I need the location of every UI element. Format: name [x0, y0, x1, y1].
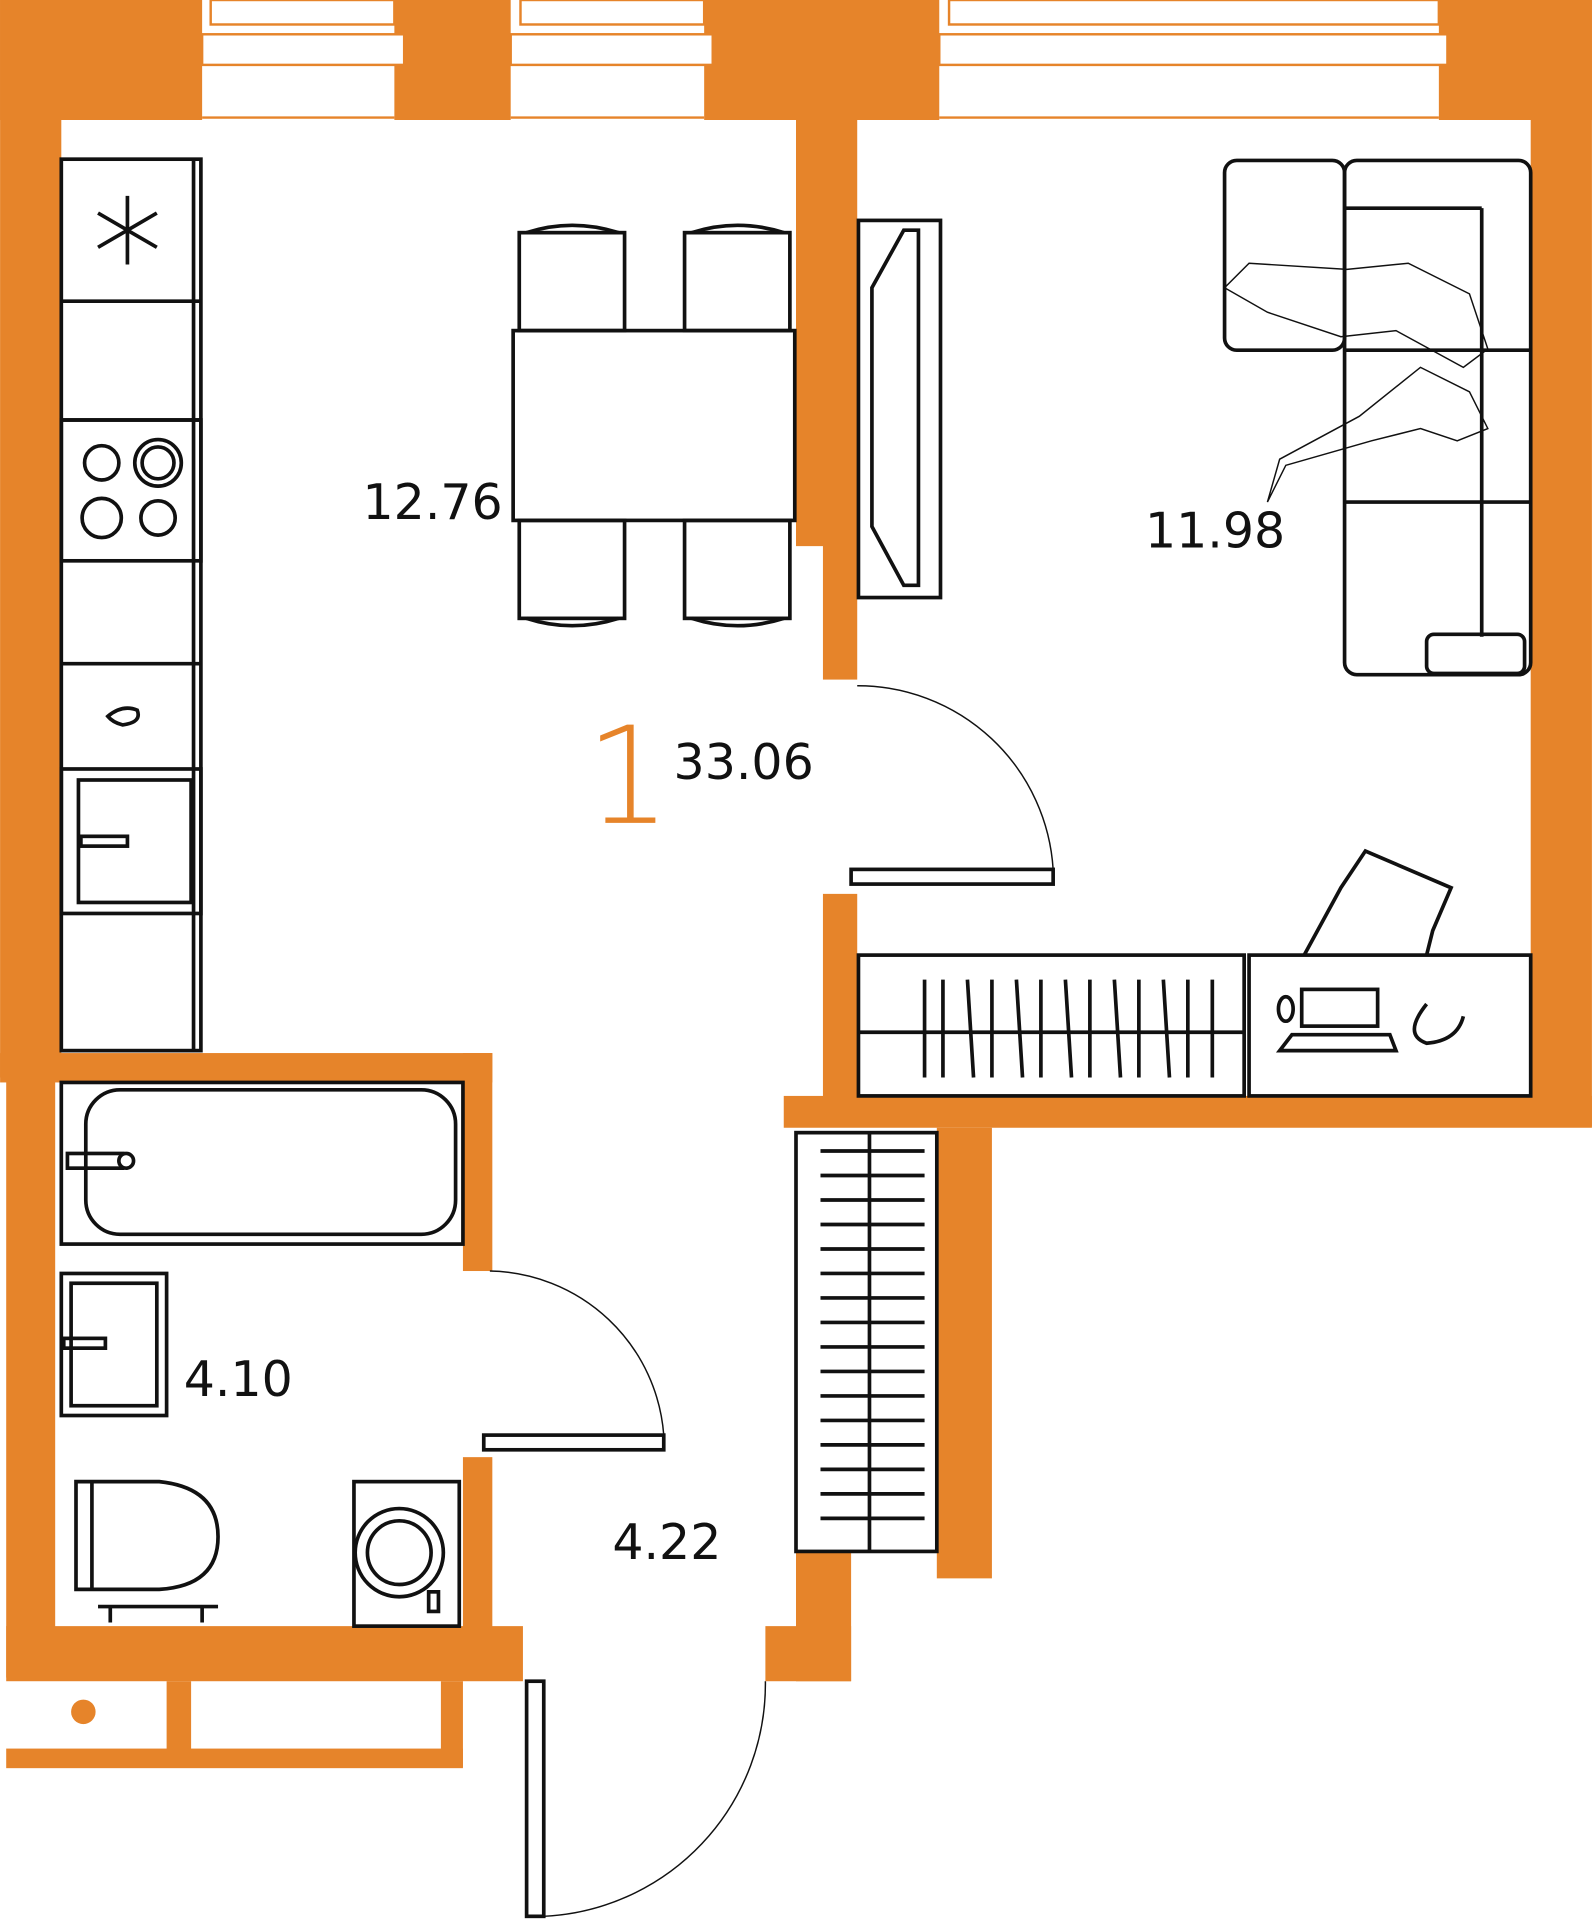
hallway-area-label: 4.22 — [612, 1514, 721, 1571]
dining-table — [511, 223, 797, 628]
cooktop — [59, 418, 203, 563]
windows — [200, 0, 1449, 119]
toilet — [74, 1479, 220, 1592]
wardrobe-hall — [794, 1130, 939, 1554]
bathroom-fixtures — [59, 1080, 465, 1628]
total-area-label: 33.06 — [674, 734, 814, 791]
mouse-icon — [1276, 994, 1295, 1024]
desk — [1247, 848, 1533, 1098]
chair — [682, 518, 792, 628]
room-count-label: 1 — [585, 698, 671, 855]
kitchen-sink — [59, 767, 203, 916]
bedroom-area-label: 11.98 — [1145, 502, 1285, 559]
door-bedroom — [849, 684, 1055, 886]
door-entrance — [524, 1679, 767, 1919]
freezer-snowflake-icon — [97, 195, 158, 265]
wardrobe-bedroom — [856, 953, 1246, 1098]
window-2 — [509, 0, 714, 119]
door-bathroom — [481, 1270, 666, 1452]
window-3 — [938, 0, 1449, 119]
people-illustration — [1223, 262, 1489, 369]
kitchen-area-label: 12.76 — [363, 474, 503, 531]
office-chair — [1302, 848, 1454, 956]
window-1 — [200, 0, 406, 119]
bathroom-area-label: 4.10 — [184, 1351, 293, 1408]
tv-stand — [856, 218, 943, 600]
riser-marker — [71, 1699, 96, 1725]
drop-icon — [105, 706, 140, 727]
chair — [517, 223, 627, 333]
chair — [517, 518, 627, 628]
chair — [682, 223, 792, 333]
kitchen-counter — [59, 157, 203, 1053]
monitor-icon — [1299, 987, 1380, 1028]
bathtub — [83, 1087, 458, 1237]
walls — [0, 0, 1592, 1769]
doors — [481, 684, 1055, 1919]
headphones-icon — [1412, 1002, 1466, 1046]
bathroom-sink — [59, 1271, 169, 1418]
sofa — [1222, 158, 1533, 677]
